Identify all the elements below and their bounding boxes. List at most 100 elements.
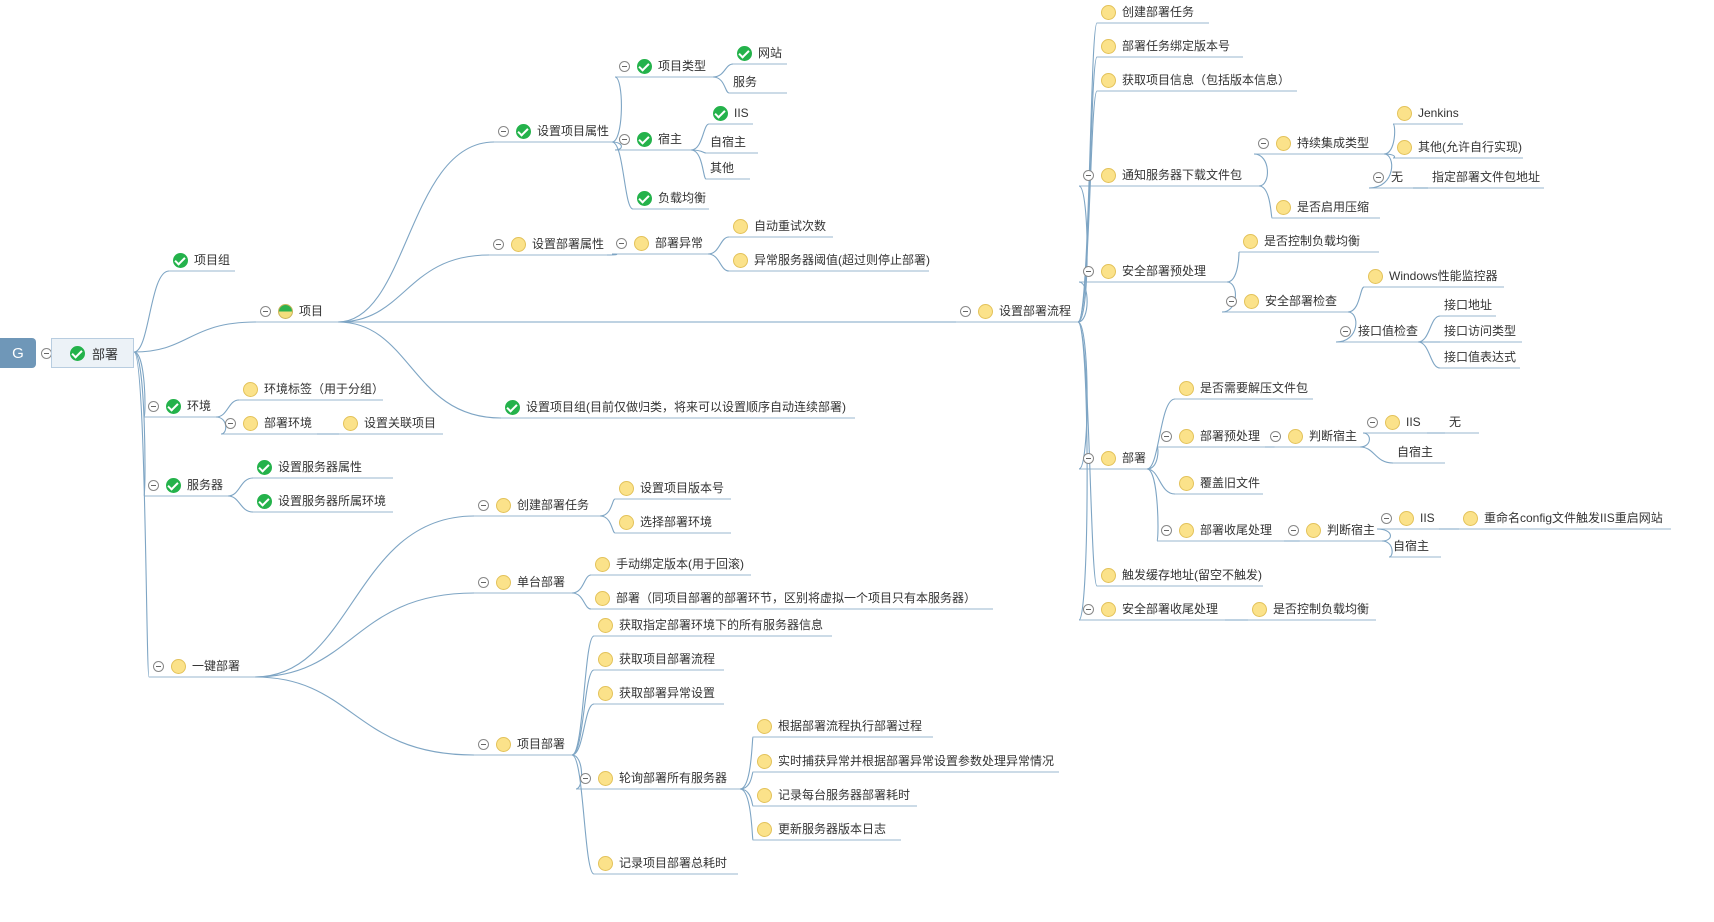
map-node-zsz[interactable]: 自宿主: [710, 134, 746, 150]
map-node-r-pdsz[interactable]: 判断宿主: [1288, 428, 1357, 444]
collapse-toggle[interactable]: [960, 306, 971, 317]
map-node-r-fwlx[interactable]: 接口访问类型: [1444, 323, 1516, 339]
map-node-fwqhj[interactable]: 设置服务器所属环境: [257, 493, 386, 509]
map-node-szbssx[interactable]: 设置部署属性: [511, 236, 604, 252]
map-node-r-bds[interactable]: 接口值表达式: [1444, 349, 1516, 365]
map-node-r-aqy[interactable]: 安全部署预处理: [1101, 263, 1206, 279]
collapse-toggle[interactable]: [1340, 326, 1351, 337]
map-node-fwqsx[interactable]: 设置服务器属性: [257, 459, 362, 475]
map-node-hjbq[interactable]: 环境标签（用于分组）: [243, 381, 384, 397]
map-node-r-cf[interactable]: 触发缓存地址(留空不触发): [1101, 567, 1262, 583]
map-node-fzjh[interactable]: 负载均衡: [637, 190, 706, 206]
map-node-zdcs[interactable]: 自动重试次数: [733, 218, 826, 234]
collapse-toggle[interactable]: [1161, 525, 1172, 536]
map-node-r-jkz[interactable]: 接口值检查: [1358, 323, 1418, 339]
map-node-qt[interactable]: 其他: [710, 160, 734, 176]
map-node-zxgc[interactable]: 根据部署流程执行部署过程: [757, 718, 922, 734]
collapse-toggle[interactable]: [478, 500, 489, 511]
collapse-toggle[interactable]: [478, 739, 489, 750]
map-node-xmlx[interactable]: 项目类型: [637, 58, 706, 74]
map-node-xmbs[interactable]: 项目部署: [496, 736, 565, 752]
collapse-toggle[interactable]: [1226, 296, 1237, 307]
sidebar-badge[interactable]: G: [0, 338, 36, 368]
map-node-lxfwq[interactable]: 轮询部署所有服务器: [598, 770, 727, 786]
collapse-toggle[interactable]: [1288, 525, 1299, 536]
collapse-toggle[interactable]: [580, 773, 591, 784]
map-node-xmz[interactable]: 项目组: [173, 252, 230, 268]
collapse-toggle[interactable]: [493, 239, 504, 250]
map-node-szxmsx[interactable]: 设置项目属性: [516, 123, 609, 139]
map-node-r-ys[interactable]: 是否启用压缩: [1276, 199, 1369, 215]
collapse-toggle[interactable]: [478, 577, 489, 588]
map-node-szxmz[interactable]: 设置项目组(目前仅做归类，将来可以设置顺序自动连续部署): [505, 399, 846, 415]
collapse-toggle[interactable]: [260, 306, 271, 317]
map-node-yjbs[interactable]: 一键部署: [171, 658, 240, 674]
collapse-toggle[interactable]: [1083, 604, 1094, 615]
map-node-fwq[interactable]: 服务器: [166, 477, 223, 493]
map-node-r-cmm[interactable]: 重命名config文件触发IIS重启网站: [1463, 510, 1663, 526]
map-node-r-bdbb[interactable]: 部署任务绑定版本号: [1101, 38, 1230, 54]
map-node-bshj[interactable]: 部署环境: [243, 415, 312, 431]
map-node-r-bs[interactable]: 部署: [1101, 450, 1146, 466]
collapse-toggle[interactable]: [1083, 453, 1094, 464]
map-node-r-aqjc[interactable]: 安全部署检查: [1244, 293, 1337, 309]
map-node-r-zsz2[interactable]: 自宿主: [1393, 538, 1429, 554]
map-node-jlzhs[interactable]: 记录项目部署总耗时: [598, 855, 727, 871]
map-node-gxrz[interactable]: 更新服务器版本日志: [757, 821, 886, 837]
map-node-bsyc[interactable]: 部署异常: [634, 235, 703, 251]
map-node-r-jy[interactable]: 是否需要解压文件包: [1179, 380, 1308, 396]
root-node[interactable]: 部署: [51, 338, 134, 368]
collapse-toggle[interactable]: [616, 238, 627, 249]
map-node-r-w[interactable]: 无: [1391, 169, 1403, 185]
collapse-toggle[interactable]: [1161, 431, 1172, 442]
collapse-toggle[interactable]: [1258, 138, 1269, 149]
map-node-szlc[interactable]: 设置部署流程: [978, 303, 1071, 319]
map-node-szbbh[interactable]: 设置项目版本号: [619, 480, 724, 496]
map-node-sdbd[interactable]: 手动绑定版本(用于回滚): [595, 556, 744, 572]
map-node-iis[interactable]: IIS: [713, 105, 749, 121]
collapse-toggle[interactable]: [1381, 513, 1392, 524]
map-node-xzhj[interactable]: 选择部署环境: [619, 514, 712, 530]
map-node-r-sw[interactable]: 部署收尾处理: [1179, 522, 1272, 538]
map-node-sz[interactable]: 宿主: [637, 131, 682, 147]
collapse-toggle[interactable]: [619, 61, 630, 72]
map-node-jlhs[interactable]: 记录每台服务器部署耗时: [757, 787, 910, 803]
map-node-r-kzfz2[interactable]: 是否控制负载均衡: [1252, 601, 1369, 617]
map-node-r-zd[interactable]: 指定部署文件包地址: [1432, 169, 1540, 185]
map-node-dtbs[interactable]: 单台部署: [496, 574, 565, 590]
map-node-hj[interactable]: 环境: [166, 398, 211, 414]
map-node-r-iis1[interactable]: IIS: [1385, 414, 1421, 430]
map-node-r-hqxx[interactable]: 获取项目信息（包括版本信息）: [1101, 72, 1290, 88]
map-node-r-win[interactable]: Windows性能监控器: [1368, 268, 1498, 284]
map-node-r-fg[interactable]: 覆盖旧文件: [1179, 475, 1260, 491]
map-node-r-aqsw[interactable]: 安全部署收尾处理: [1101, 601, 1218, 617]
map-node-r-pdsz2[interactable]: 判断宿主: [1306, 522, 1375, 538]
map-node-wz[interactable]: 网站: [737, 45, 782, 61]
map-node-cjrw[interactable]: 创建部署任务: [496, 497, 589, 513]
map-node-r-wu[interactable]: 无: [1449, 414, 1461, 430]
map-node-r-qt[interactable]: 其他(允许自行实现): [1397, 139, 1522, 155]
collapse-toggle[interactable]: [225, 418, 236, 429]
map-node-xm[interactable]: 项目: [278, 303, 323, 319]
collapse-toggle[interactable]: [153, 661, 164, 672]
map-node-fw[interactable]: 服务: [733, 74, 757, 90]
map-node-r-yc[interactable]: 部署预处理: [1179, 428, 1260, 444]
map-node-r-cjrw[interactable]: 创建部署任务: [1101, 4, 1194, 20]
collapse-toggle[interactable]: [148, 401, 159, 412]
map-node-r-zsz1[interactable]: 自宿主: [1397, 444, 1433, 460]
collapse-toggle[interactable]: [498, 126, 509, 137]
collapse-toggle[interactable]: [1373, 172, 1384, 183]
map-node-r-jk[interactable]: Jenkins: [1397, 105, 1459, 121]
map-node-bhyc[interactable]: 实时捕获异常并根据部署异常设置参数处理异常情况: [757, 753, 1054, 769]
collapse-toggle[interactable]: [1083, 266, 1094, 277]
map-node-r-cx[interactable]: 持续集成类型: [1276, 135, 1369, 151]
collapse-toggle[interactable]: [619, 134, 630, 145]
map-node-r-kzfz[interactable]: 是否控制负载均衡: [1243, 233, 1360, 249]
map-node-ycyz[interactable]: 异常服务器阈值(超过则停止部署): [733, 252, 930, 268]
map-node-hqyc[interactable]: 获取部署异常设置: [598, 685, 715, 701]
map-node-r-iis2[interactable]: IIS: [1399, 510, 1435, 526]
map-node-bs-d[interactable]: 部署（同项目部署的部署环节，区别将虚拟一个项目只有本服务器）: [595, 590, 976, 606]
collapse-toggle[interactable]: [148, 480, 159, 491]
collapse-toggle[interactable]: [1083, 170, 1094, 181]
map-node-glxm[interactable]: 设置关联项目: [343, 415, 436, 431]
